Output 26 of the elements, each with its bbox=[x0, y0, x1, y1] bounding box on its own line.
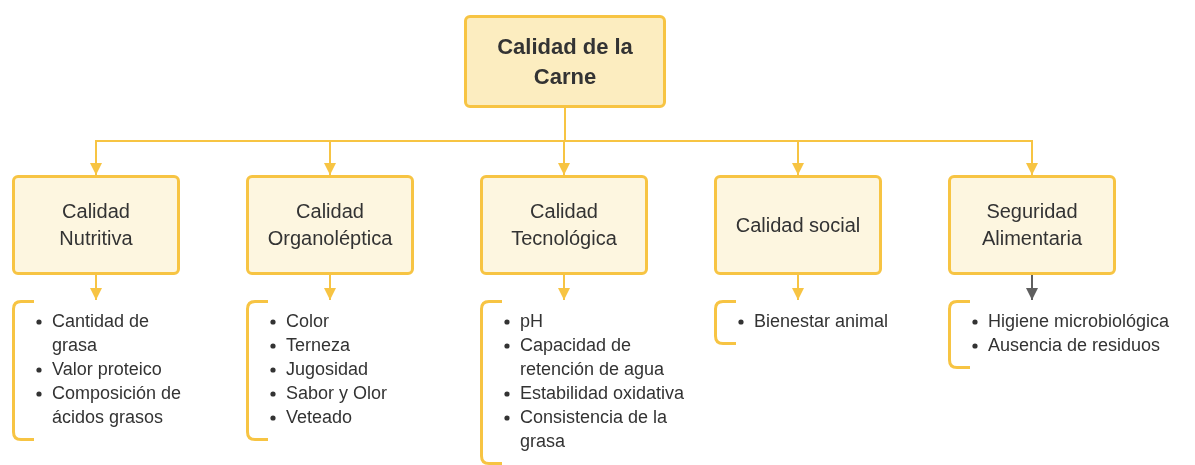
list-item: Bienestar animal bbox=[754, 311, 889, 331]
arrow bbox=[90, 274, 102, 301]
category-box: Seguridad Alimentaria bbox=[948, 175, 1116, 275]
category-box: Calidad Organoléptica bbox=[246, 175, 414, 275]
category-box: Calidad Tecnológica bbox=[480, 175, 648, 275]
arrow bbox=[558, 274, 570, 301]
list-item: Jugosidad bbox=[286, 359, 369, 379]
list-item: pH bbox=[520, 311, 543, 331]
category-box: Calidad social bbox=[714, 175, 882, 275]
list-item: Capacidad de retención de agua bbox=[520, 335, 665, 379]
list-item: Cantidad de grasa bbox=[52, 311, 150, 355]
list-item: Valor proteico bbox=[52, 359, 162, 379]
list-item: Estabilidad oxidativa bbox=[520, 383, 685, 403]
list-item: Terneza bbox=[286, 335, 351, 355]
category-box: Calidad Nutritiva bbox=[12, 175, 180, 275]
root-box: Calidad de la Carne bbox=[464, 15, 666, 108]
list-item: Veteado bbox=[286, 407, 353, 427]
arrow bbox=[1026, 274, 1038, 301]
list-item: Sabor y Olor bbox=[286, 383, 388, 403]
list-item: Consistencia de la grasa bbox=[520, 407, 668, 451]
arrow bbox=[792, 274, 804, 301]
list-item: Composición de ácidos grasos bbox=[52, 383, 182, 427]
arrow bbox=[324, 274, 336, 301]
list-item: Higiene microbiológica bbox=[988, 311, 1170, 331]
list-item: Color bbox=[286, 311, 329, 331]
list-item: Ausencia de residuos bbox=[988, 335, 1161, 355]
